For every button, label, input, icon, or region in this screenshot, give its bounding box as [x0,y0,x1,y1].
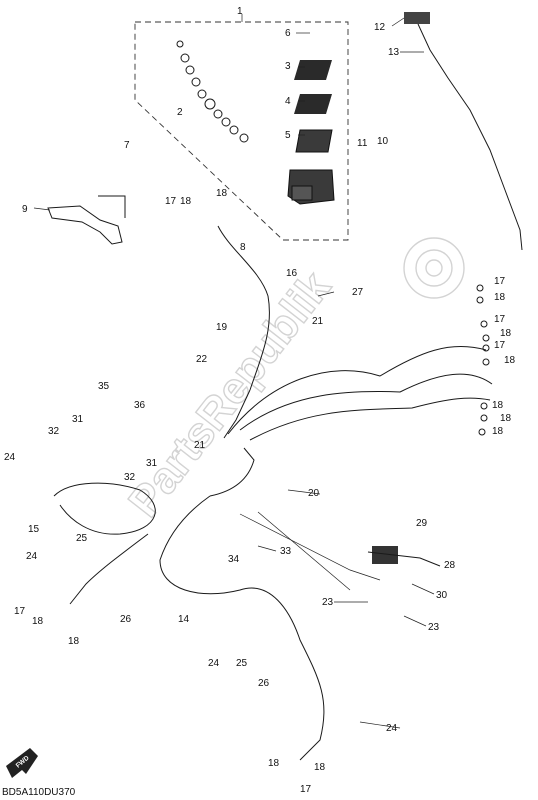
right-bolt-stack [476,284,490,436]
callout-18b: 18 [216,188,228,199]
forward-direction-indicator: FWD [6,748,38,778]
callout-3: 3 [285,61,291,72]
callout-22: 22 [196,354,208,365]
callout-30: 30 [436,590,448,601]
reservoir-cap [294,60,333,153]
callout-24c: 24 [208,658,220,669]
callout-25b: 25 [236,658,248,669]
leader-junction-2 [257,511,351,591]
callout-18l: 18 [32,616,44,627]
callout-15: 15 [28,524,40,535]
brake-hose-16-end [223,389,251,439]
callout-18: 18 [180,196,192,207]
callout-18r3: 18 [504,355,516,366]
brake-pipes [227,346,493,441]
reference-code: BD5A110DU370 [2,787,76,798]
brake-hose-16 [217,225,270,391]
callout-8: 8 [240,242,246,253]
hose-loop-15 [53,482,156,535]
callout-35: 35 [98,381,110,392]
callout-26b: 26 [258,678,270,689]
master-cylinder-body [287,169,335,205]
callout-27: 27 [352,287,364,298]
callout-18r4: 18 [492,400,504,411]
callout-18bot2: 18 [314,762,326,773]
callout-17r3: 17 [494,340,506,351]
callout-13: 13 [388,47,400,58]
leader-lines [33,17,435,729]
assembly-boundary [134,21,349,241]
callout-31b: 31 [146,458,158,469]
callout-34: 34 [228,554,240,565]
brake-pipe-14 [159,447,325,761]
callout-7: 7 [124,140,130,151]
callout-18r6: 18 [492,426,504,437]
callout-26: 26 [120,614,132,625]
callout-17r1: 17 [494,276,506,287]
callout-12: 12 [374,22,386,33]
lever-bracket [98,195,126,218]
callout-25: 25 [76,533,88,544]
callout-18l2: 18 [68,636,80,647]
callout-24b: 24 [26,551,38,562]
callout-21b: 21 [194,440,206,451]
seal-kit-parts [176,40,249,143]
callout-17l: 17 [14,606,26,617]
callout-24d: 24 [386,723,398,734]
callout-11: 11 [357,138,368,149]
callout-18r5: 18 [500,413,512,424]
callout-32: 32 [48,426,60,437]
callout-32b: 32 [124,472,136,483]
callout-5: 5 [285,130,291,141]
callout-4: 4 [285,96,291,107]
callout-14: 14 [178,614,190,625]
callout-10: 10 [377,136,389,147]
callout-18r2: 18 [500,328,512,339]
callout-21: 21 [312,316,324,327]
gear-icon [403,237,465,299]
callout-36: 36 [134,400,146,411]
callout-19: 19 [216,322,228,333]
callout-16: 16 [286,268,298,279]
callout-31: 31 [72,414,84,425]
callout-1: 1 [237,6,243,17]
callout-9: 9 [22,204,28,215]
callout-6: 6 [285,28,291,39]
callout-28: 28 [444,560,456,571]
callout-17bot: 17 [300,784,312,795]
hydraulic-unit-bracket [367,546,441,567]
callout-24: 24 [4,452,16,463]
callout-17: 17 [165,196,177,207]
brake-lever [47,205,123,245]
sensor-connector [404,12,430,24]
callout-33: 33 [280,546,292,557]
watermark-text: PartsRepublik [119,262,340,526]
callout-numbers: 1 2 3 4 5 6 7 8 9 10 11 12 13 14 15 16 1… [4,6,516,795]
callout-2: 2 [177,107,183,118]
callout-23b: 23 [428,622,440,633]
brake-hose-24-left [69,533,149,605]
sensor-cable-12 [417,23,523,251]
callout-29: 29 [416,518,428,529]
callout-17r2: 17 [494,314,506,325]
leader-junction [239,513,381,581]
callout-18bot: 18 [268,758,280,769]
callout-23: 23 [322,597,334,608]
callout-18r1: 18 [494,292,506,303]
